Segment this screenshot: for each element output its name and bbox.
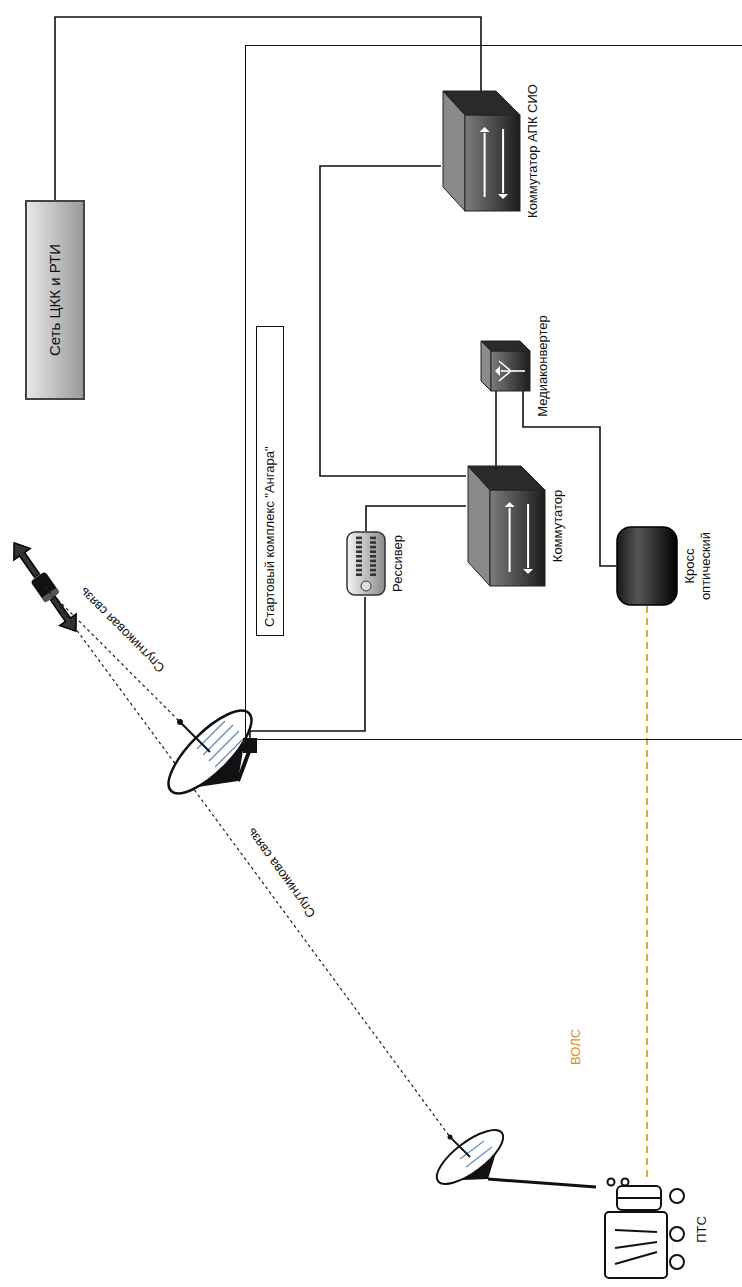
satellite-link (45, 587, 180, 722)
launch-complex-frame: РессиверКоммутаторМедиаконвертерКоммутат… (245, 45, 742, 740)
media-converter: Медиаконвертер (481, 341, 531, 391)
node-label: ПТС (694, 1216, 710, 1243)
node-label: Рессивер (390, 535, 406, 592)
receiver-device-icon (346, 531, 386, 596)
receiver-device: Рессивер (346, 531, 386, 596)
link-label: Спутникова связь (243, 825, 318, 920)
network-link (366, 506, 466, 531)
link-label: ВОЛС (568, 1027, 583, 1067)
node-label: Кросс оптический (682, 524, 713, 608)
node-label: Медиаконвертер (535, 315, 551, 416)
switch-device-icon (466, 466, 546, 586)
fiber-link (646, 606, 648, 1177)
optical-cross: Кросс оптический (616, 526, 678, 606)
node-label: Коммутатор (550, 490, 566, 562)
broadcast-truck: ПТС (595, 1177, 690, 1282)
switch-device: Коммутатор АПК СИО (441, 91, 521, 211)
link-label: Спутниковая связь (76, 584, 167, 675)
node-label: Коммутатор АПК СИО (525, 84, 541, 218)
dish-antenna (157, 699, 263, 805)
complex-heading: Стартовый комплекс "Ангара" (256, 326, 284, 636)
switch-device-icon (441, 91, 521, 211)
optical-cross-icon (616, 526, 678, 606)
dish-antenna (429, 1121, 596, 1193)
media-converter-icon (481, 341, 531, 391)
broadcast-truck-icon (595, 1177, 690, 1282)
switch-device: Коммутатор (466, 466, 546, 586)
network-link (320, 166, 466, 476)
network-box: Сеть ЦКК и РТИ (25, 200, 85, 400)
node-label: Сеть ЦКК и РТИ (46, 244, 64, 356)
network-link (495, 391, 497, 466)
satellite-link (45, 587, 450, 1137)
